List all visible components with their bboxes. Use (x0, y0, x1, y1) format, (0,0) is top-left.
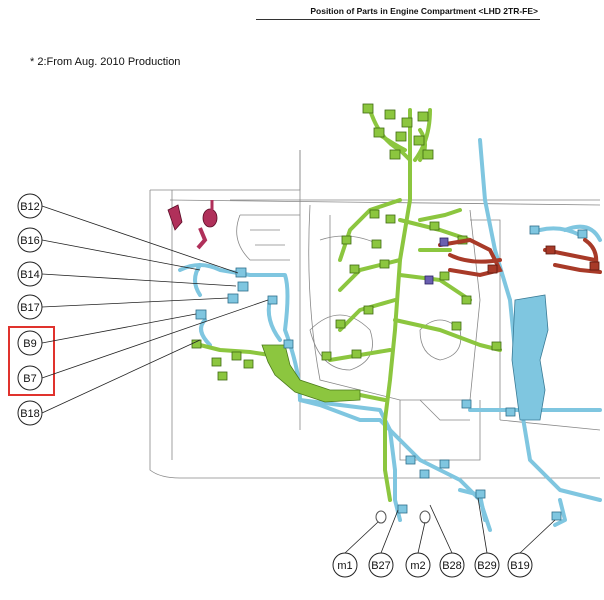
svg-text:B28: B28 (442, 560, 462, 572)
label-m1: m1 (332, 552, 358, 578)
purple-connectors (424, 237, 449, 285)
harness-blue-panel (511, 294, 549, 421)
svg-text:B19: B19 (510, 560, 530, 572)
svg-text:B7: B7 (23, 373, 36, 385)
svg-text:B17: B17 (20, 302, 40, 314)
harness-red (438, 237, 602, 278)
red-connectors (487, 245, 600, 274)
svg-text:B12: B12 (20, 201, 40, 213)
label-b29: B29 (474, 552, 500, 578)
bottom-label-group: m1 B27 m2 B28 B29 B19 (332, 552, 533, 578)
label-b12: B12 (17, 193, 43, 219)
green-connectors (191, 103, 502, 381)
svg-text:B27: B27 (371, 560, 391, 572)
leader-lines-left (41, 205, 269, 414)
highlight-box (8, 326, 55, 396)
svg-text:m2: m2 (410, 560, 425, 572)
label-m2: m2 (405, 552, 431, 578)
svg-text:B18: B18 (20, 408, 40, 420)
blue-connectors (195, 225, 588, 521)
label-b27: B27 (368, 552, 394, 578)
header-rule (256, 19, 540, 20)
leader-lines-bottom (344, 497, 556, 554)
harness-green (198, 108, 502, 502)
label-b17: B17 (17, 294, 43, 320)
svg-text:B16: B16 (20, 235, 40, 247)
svg-text:B14: B14 (20, 269, 40, 281)
svg-text:B29: B29 (477, 560, 497, 572)
label-b7: B7 (17, 365, 43, 391)
left-label-group: B12 B16 B14 B17 B9 B7 B18 (17, 193, 43, 426)
label-b16: B16 (17, 227, 43, 253)
label-b28: B28 (439, 552, 465, 578)
clamp-symbols (375, 510, 431, 524)
svg-text:m1: m1 (337, 560, 352, 572)
label-b14: B14 (17, 261, 43, 287)
harness-magenta (167, 200, 218, 250)
label-b18: B18 (17, 400, 43, 426)
production-note: * 2:From Aug. 2010 Production (30, 56, 181, 68)
label-b19: B19 (507, 552, 533, 578)
harness-green-ribbon (261, 344, 361, 403)
page-title: Position of Parts in Engine Compartment … (310, 6, 538, 16)
label-b9: B9 (17, 330, 43, 356)
svg-text:B9: B9 (23, 338, 36, 350)
